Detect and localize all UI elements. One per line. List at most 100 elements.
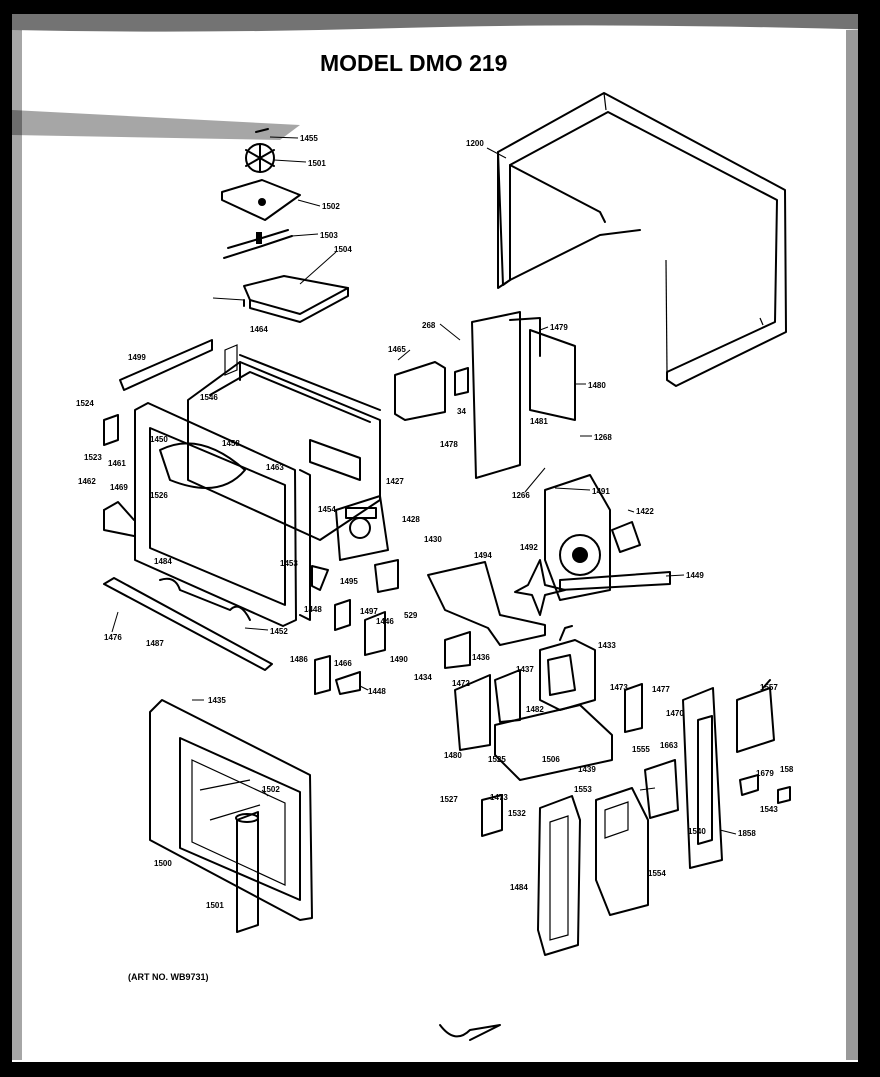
left-brackets	[103, 339, 213, 446]
label-1463: 1463	[266, 463, 284, 472]
label-1494: 1494	[474, 551, 492, 560]
label-1452: 1452	[270, 627, 288, 636]
label-1428: 1428	[402, 515, 420, 524]
label-1464: 1464	[250, 325, 268, 334]
transformer-1433	[539, 625, 596, 711]
control-panel-1554	[595, 787, 649, 916]
label-1465: 1465	[388, 345, 406, 354]
label-1502b: 1502	[262, 785, 280, 794]
label-1499: 1499	[128, 353, 146, 362]
label-1453: 1453	[280, 559, 298, 568]
label-1525: 1525	[488, 755, 506, 764]
label-1436: 1436	[472, 653, 490, 662]
label-1266: 1266	[512, 491, 530, 500]
mounting-bracket-1470	[682, 687, 723, 869]
label-1427: 1427	[386, 477, 404, 486]
label-1466: 1466	[334, 659, 352, 668]
label-1434: 1434	[414, 673, 432, 682]
label-1433: 1433	[598, 641, 616, 650]
label-1200: 1200	[466, 139, 484, 148]
label-1446: 1446	[376, 617, 394, 626]
label-1679: 1679	[756, 769, 774, 778]
label-158: 158	[780, 765, 794, 774]
door-assembly-1500	[149, 699, 313, 921]
label-1506: 1506	[542, 755, 560, 764]
label-1479: 1479	[550, 323, 568, 332]
diagram-title: MODEL DMO 219	[320, 50, 508, 76]
label-1487: 1487	[146, 639, 164, 648]
label-1448b: 1448	[368, 687, 386, 696]
label-1557: 1557	[760, 683, 778, 692]
label-1532: 1532	[508, 809, 526, 818]
label-1462: 1462	[78, 477, 96, 486]
label-1470: 1470	[666, 709, 684, 718]
label-1484b: 1484	[510, 883, 528, 892]
label-1527: 1527	[440, 795, 458, 804]
door-trim-1484	[537, 795, 581, 956]
leader-lines	[111, 136, 737, 835]
label-1491: 1491	[592, 487, 610, 496]
front-plate	[103, 402, 311, 627]
label-1473: 1473	[610, 683, 628, 692]
label-268: 268	[422, 321, 436, 330]
label-1484: 1484	[154, 557, 172, 566]
art-number: (ART NO. WB9731)	[128, 972, 209, 982]
magnetron	[311, 495, 389, 591]
label-1500: 1500	[154, 859, 172, 868]
label-1422: 1422	[636, 507, 654, 516]
label-1501b: 1501	[206, 901, 224, 910]
label-1492: 1492	[520, 543, 538, 552]
label-1482: 1482	[526, 705, 544, 714]
label-1543: 1543	[760, 805, 778, 814]
shield-1557	[736, 679, 775, 753]
label-1523: 1523	[84, 453, 102, 462]
label-1268: 1268	[594, 433, 612, 442]
label-1490: 1490	[390, 655, 408, 664]
label-1476: 1476	[104, 633, 122, 642]
label-1555: 1555	[632, 745, 650, 754]
label-1501: 1501	[308, 159, 326, 168]
label-1430: 1430	[424, 535, 442, 544]
label-1448a: 1448	[304, 605, 322, 614]
fan-shroud-1491	[544, 474, 641, 601]
label-1478: 1478	[440, 440, 458, 449]
outer-cabinet-1200	[497, 92, 787, 387]
label-1858: 1858	[738, 829, 756, 838]
label-1486: 1486	[290, 655, 308, 664]
label-1449: 1449	[686, 571, 704, 580]
label-1469: 1469	[110, 483, 128, 492]
label-1455: 1455	[300, 134, 318, 143]
label-1504: 1504	[334, 245, 352, 254]
label-1526: 1526	[150, 491, 168, 500]
label-1472: 1472	[452, 679, 470, 688]
label-1454: 1454	[318, 505, 336, 514]
stirrer-assembly	[221, 128, 349, 323]
control-bracket	[454, 669, 613, 781]
label-1461: 1461	[108, 459, 126, 468]
label-1439: 1439	[578, 765, 596, 774]
door-handle-1501	[235, 811, 259, 933]
label-1435: 1435	[208, 696, 226, 705]
label-1524: 1524	[76, 399, 94, 408]
label-1553: 1553	[574, 785, 592, 794]
label-1473b: 1473	[490, 793, 508, 802]
label-1495: 1495	[340, 577, 358, 586]
base-plate-1494	[427, 561, 546, 646]
label-1437: 1437	[516, 665, 534, 674]
label-1546: 1546	[200, 393, 218, 402]
label-1663: 1663	[660, 741, 678, 750]
label-1497: 1497	[360, 607, 378, 616]
label-1554: 1554	[648, 869, 666, 878]
label-1502: 1502	[322, 202, 340, 211]
label-1450: 1450	[150, 435, 168, 444]
label-529: 529	[404, 611, 418, 620]
label-1477: 1477	[652, 685, 670, 694]
label-1481: 1481	[530, 417, 548, 426]
label-1480b: 1480	[444, 751, 462, 760]
bottom-trim-1487	[103, 577, 273, 671]
label-1503: 1503	[320, 231, 338, 240]
label-1458: 1458	[222, 439, 240, 448]
